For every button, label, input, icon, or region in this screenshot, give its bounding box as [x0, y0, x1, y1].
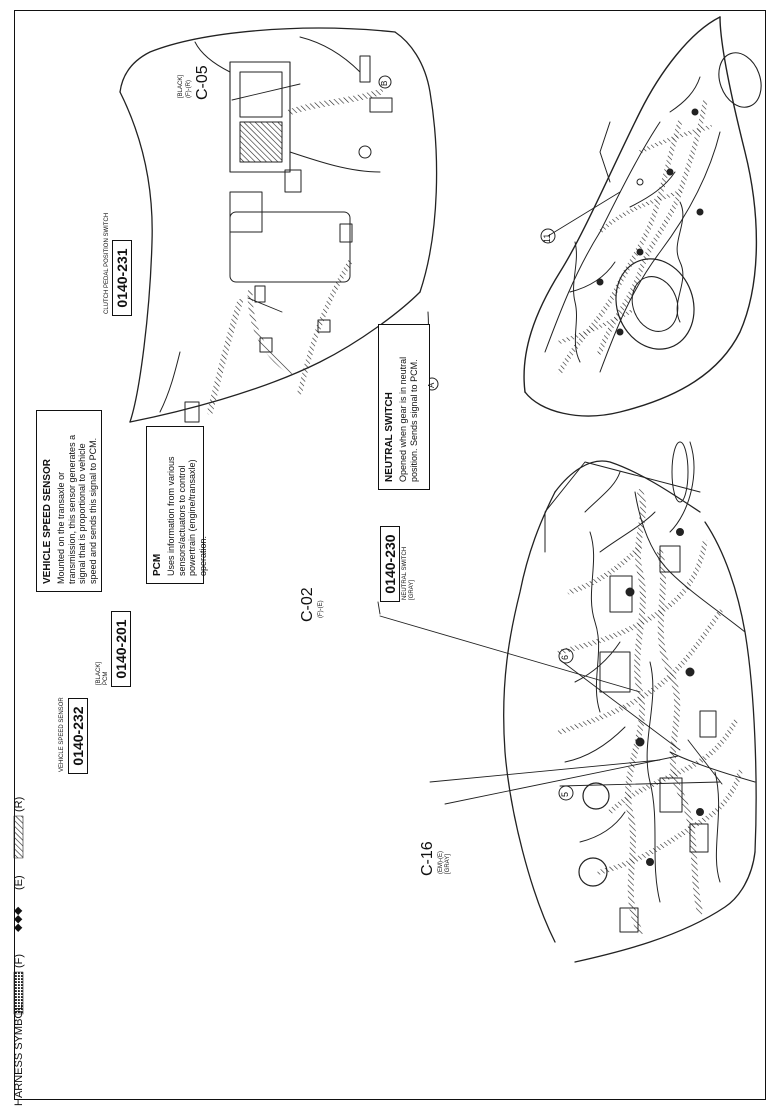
- c05-connector-color: [BLACK]: [178, 74, 184, 98]
- neutral-connector-code: 0140-230: [380, 526, 400, 602]
- engine-bay-illustration: [503, 441, 757, 963]
- c05-connector-id: C-05: [194, 65, 211, 100]
- clutch-leader-lines: [231, 83, 301, 313]
- clutch-connector-name: CLUTCH PEDAL POSITION SWITCH: [104, 212, 110, 314]
- pcm-info-line-1: Uses information from various: [166, 456, 176, 576]
- harness-symbol-e-glyph: ◆◆◆: [12, 906, 24, 932]
- c16-connector-color: [GRAY]: [445, 854, 451, 874]
- callout-11: 11: [542, 233, 552, 243]
- vss-info-title: VEHICLE SPEED SENSOR: [42, 458, 53, 584]
- neutral-info-line-2: position. Sends signal to PCM.: [408, 359, 419, 482]
- pcm-connector-name: PCM: [103, 671, 109, 685]
- callout-b: B: [380, 80, 389, 86]
- callout-6: 6: [560, 654, 570, 660]
- pcm-info-line-2: sensors/actuators to control: [176, 465, 187, 576]
- clutch-pedal-illustration: [119, 27, 438, 423]
- c02-connector-harness: (F)-(E): [318, 600, 324, 618]
- vehicle-overview-illustration: [523, 16, 762, 417]
- diagram-frame: [14, 10, 766, 1100]
- c16-connector-id: C-16: [419, 841, 436, 876]
- harness-symbol-f-swatch: [13, 971, 24, 1015]
- neutral-connector-color: [GRAY]: [409, 580, 415, 600]
- vss-info-line-1: Mounted on the transaxle or: [56, 471, 66, 584]
- pcm-info-title: PCM: [152, 553, 163, 576]
- pcm-connector-color: [BLACK]: [96, 661, 102, 685]
- neutral-info-title: NEUTRAL SWITCH: [384, 392, 395, 482]
- harness-symbol-e-code: (E): [13, 875, 25, 890]
- vss-connector-code: 0140-232: [68, 698, 88, 774]
- vss-info-box: VEHICLE SPEED SENSOR Mounted on the tran…: [36, 410, 102, 592]
- neutral-connector-name: NEUTRAL SWITCH: [402, 546, 408, 600]
- vss-info-line-4: speed and sends this signal to PCM.: [87, 437, 98, 584]
- neutral-info-box: NEUTRAL SWITCH Opened when gear is in ne…: [378, 324, 430, 490]
- harness-symbol-r-swatch: [13, 815, 24, 859]
- clutch-connector-code: 0140-231: [112, 240, 132, 316]
- c16-connector-harness: (EM)-(E): [438, 851, 444, 874]
- pcm-info-box: PCM Uses information from various sensor…: [146, 426, 208, 584]
- pcm-connector-code: 0140-201: [111, 611, 131, 687]
- vss-connector-name: VEHICLE SPEED SENSOR: [59, 697, 65, 772]
- harness-symbol-f-code: (F): [13, 953, 25, 968]
- pcm-info-line-3: powertrain (engine/transaxle): [187, 459, 198, 576]
- harness-symbol-label: HARNESS SYMBOL :: [13, 998, 25, 1106]
- callout-a: A: [427, 382, 436, 388]
- neutral-info-line-1: Opened when gear is in neutral: [398, 356, 408, 482]
- engine-bay-leader-lines: [377, 601, 723, 805]
- harness-symbol-r-code: (R): [13, 796, 25, 812]
- c02-connector-id: C-02: [299, 587, 316, 622]
- pcm-info-line-4: operation.: [197, 535, 208, 576]
- c05-connector-harness: (F)-(R): [186, 80, 192, 98]
- callout-5: 5: [560, 791, 570, 797]
- vss-info-line-3: signal that is proportional to vehicle: [77, 443, 88, 584]
- vss-info-line-2: transmission, this sensor generates a: [66, 434, 77, 584]
